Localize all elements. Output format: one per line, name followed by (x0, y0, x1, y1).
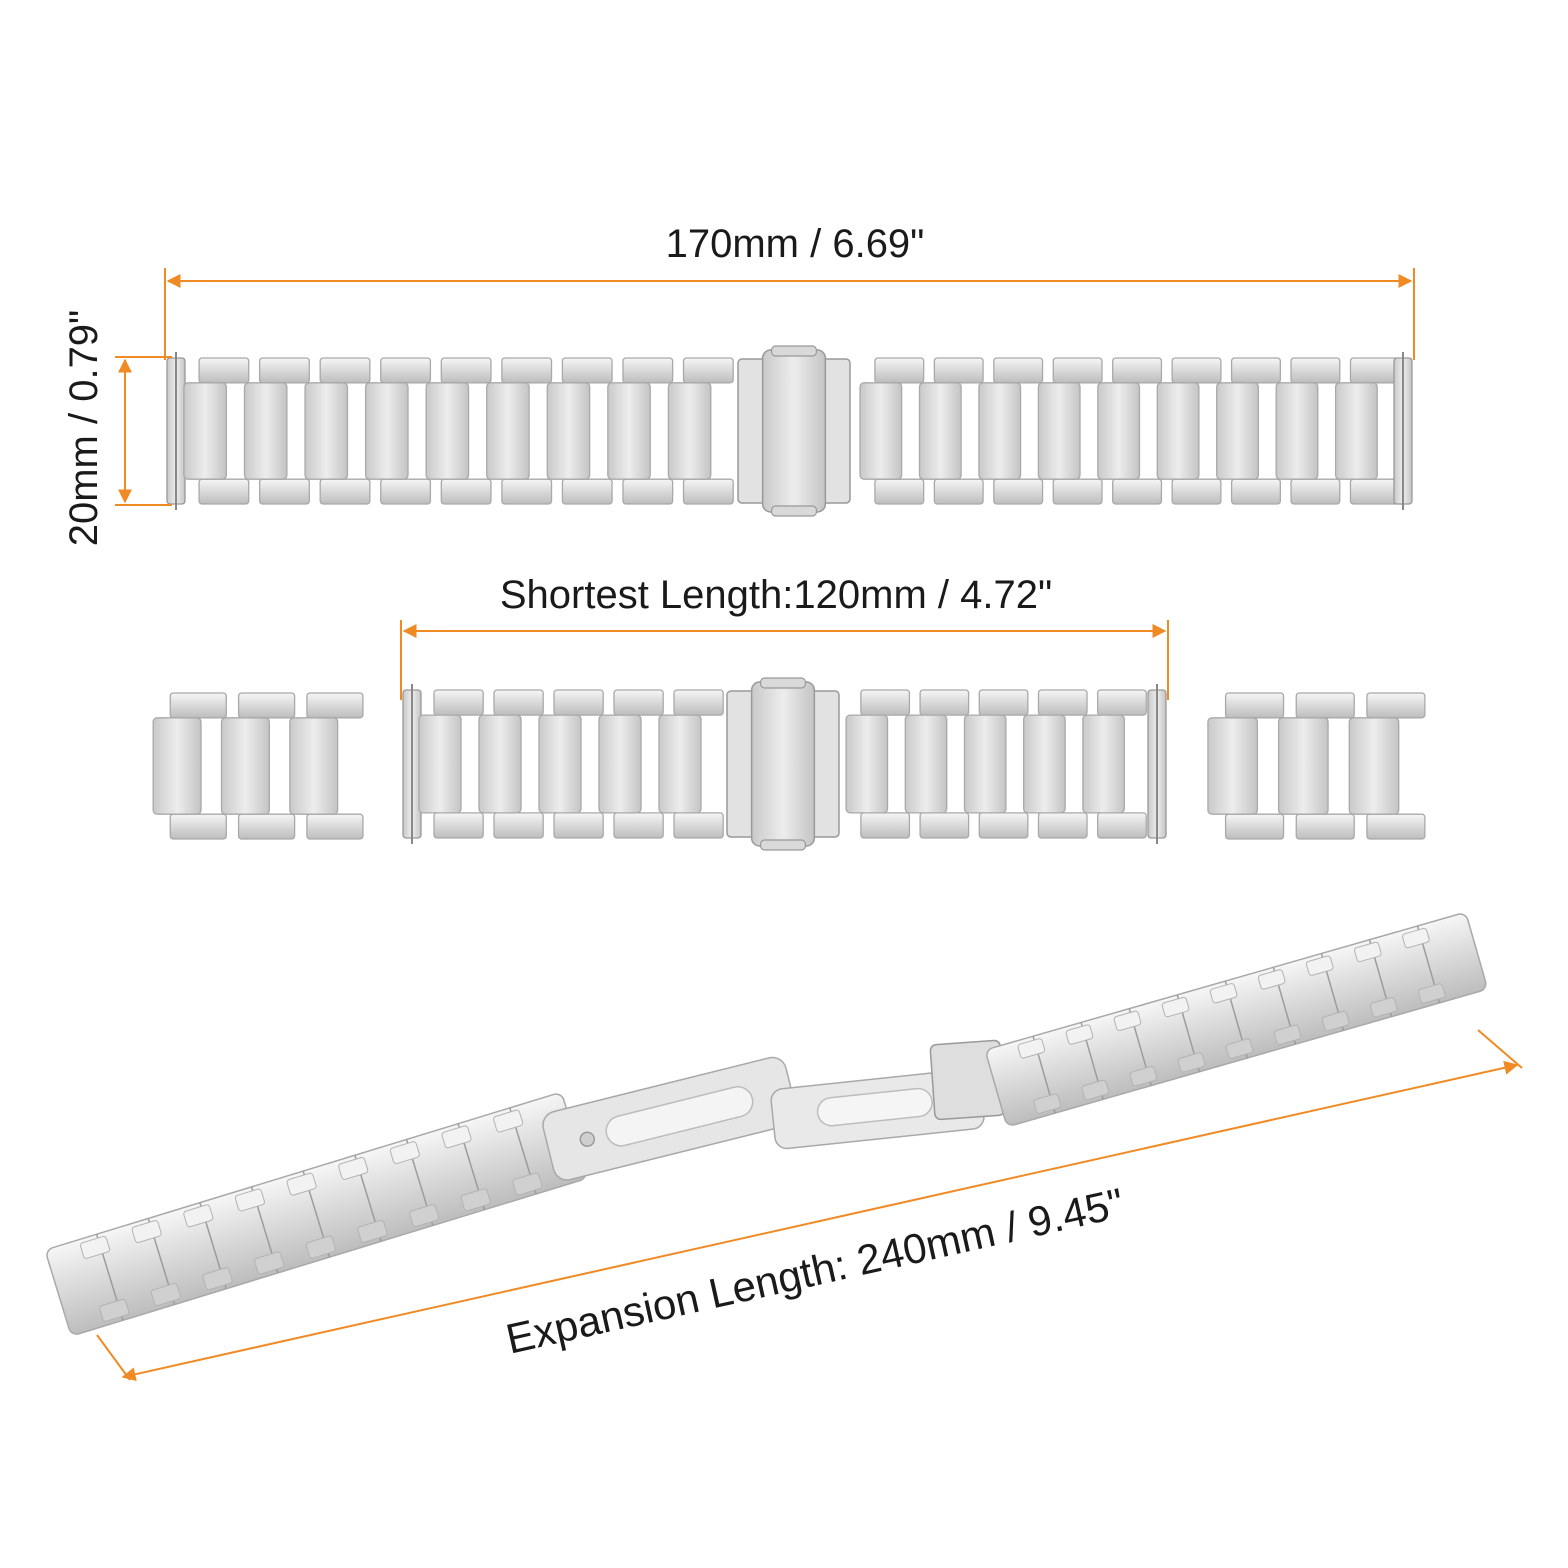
removed-left-link (220, 692, 296, 840)
short-right-link (845, 689, 911, 839)
full-right-link (1334, 357, 1400, 505)
removed-links-left (152, 692, 364, 840)
removed-right-link (1348, 692, 1426, 840)
short-left-link (538, 689, 604, 839)
shortest-band-image (402, 677, 1167, 851)
shortest-length-dimension: Shortest Length:120mm / 4.72" (400, 573, 1169, 700)
full-right-link (859, 357, 925, 505)
full-right-link (1097, 357, 1163, 505)
width-label: 20mm / 0.79" (62, 310, 106, 547)
short-left-link (418, 689, 484, 839)
full-left-link (304, 357, 371, 505)
removed-left-link (289, 692, 364, 840)
full-band-image (166, 345, 1413, 517)
clasp (726, 677, 840, 851)
full-left-link (486, 357, 553, 505)
short-right-link (1082, 689, 1147, 839)
full-right-link (1275, 357, 1341, 505)
removed-right-link (1207, 692, 1285, 840)
width-dimension: 20mm / 0.79" (62, 310, 172, 547)
removed-left-link (152, 692, 227, 840)
short-right-link (963, 689, 1029, 839)
short-right-link (1023, 689, 1088, 839)
full-left-link (546, 357, 613, 505)
removed-right-link (1277, 692, 1355, 840)
short-right-link (904, 689, 970, 839)
full-right-link (918, 357, 984, 505)
full-right-link (1037, 357, 1103, 505)
shortest-length-label: Shortest Length:120mm / 4.72" (500, 573, 1052, 617)
full-right-link (1216, 357, 1281, 505)
full-left-link (607, 357, 674, 505)
full-left-link (364, 357, 432, 505)
full-left-link (243, 357, 310, 505)
clasp (737, 345, 851, 517)
short-left-link (478, 689, 544, 839)
short-left-link (598, 689, 664, 839)
short-left-link (658, 689, 724, 839)
total-length-dimension: 170mm / 6.69" (164, 222, 1415, 360)
removed-links-right (1207, 692, 1426, 840)
full-left-link (183, 357, 250, 505)
full-left-link (667, 357, 734, 505)
full-right-link (978, 357, 1044, 505)
full-left-link (425, 357, 492, 505)
total-length-label: 170mm / 6.69" (666, 222, 925, 266)
full-right-link (1156, 357, 1222, 505)
